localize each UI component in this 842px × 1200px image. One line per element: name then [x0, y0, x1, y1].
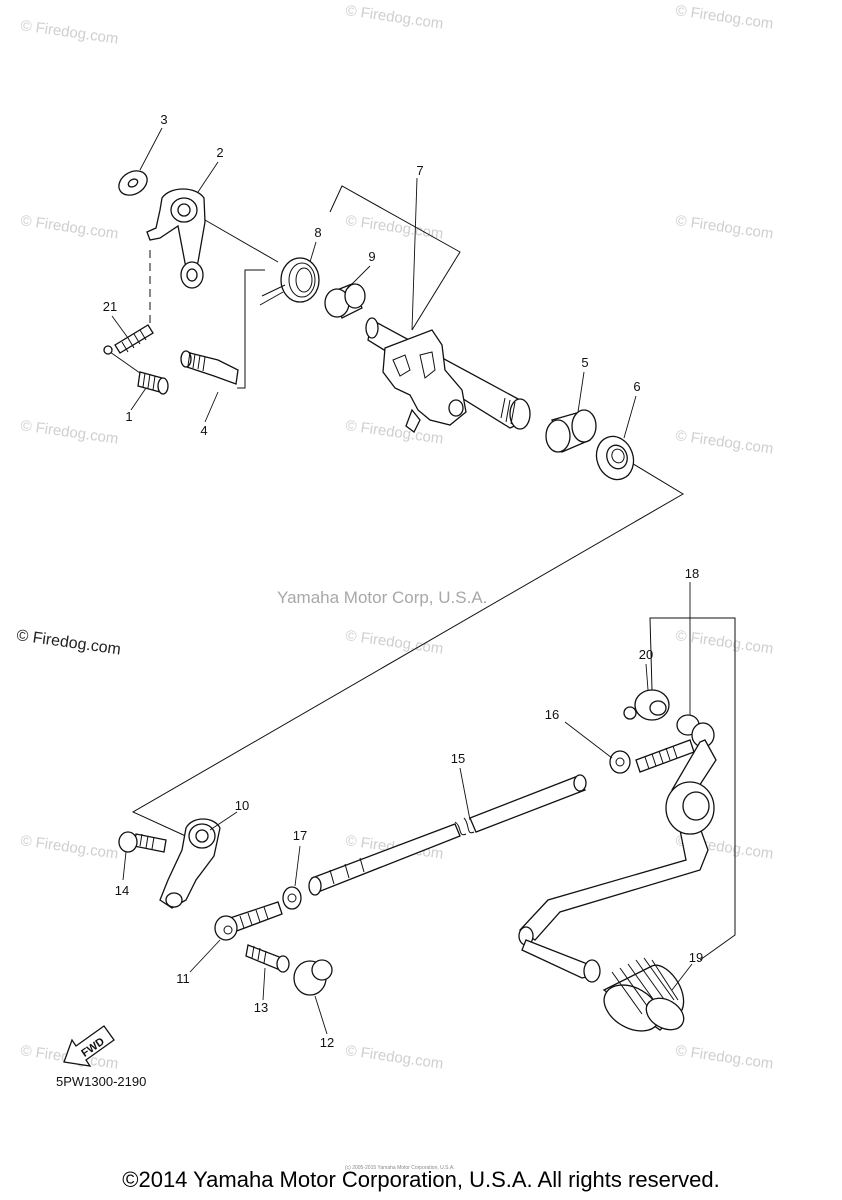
part-cover-20 — [623, 689, 670, 721]
callout-1: 1 — [125, 409, 132, 424]
watermark-grid: © Firedog.com © Firedog.com © Firedog.co… — [19, 2, 774, 1073]
callout-19: 19 — [689, 950, 703, 965]
watermark: © Firedog.com — [674, 427, 774, 458]
watermark: © Firedog.com — [674, 212, 774, 243]
part-stud-4 — [180, 350, 239, 385]
part-stopper-lever-2 — [146, 188, 206, 289]
diagram-code: 5PW1300-2190 — [56, 1074, 146, 1089]
part-torsion-spring-8 — [259, 257, 320, 306]
copyright-notice: ©2014 Yamaha Motor Corporation, U.S.A. A… — [122, 1167, 719, 1192]
part-rod-end-11 — [214, 901, 283, 941]
watermark: © Firedog.com — [344, 212, 444, 243]
callout-10: 10 — [235, 798, 249, 813]
callout-8: 8 — [314, 225, 321, 240]
watermark: © Firedog.com — [19, 212, 119, 243]
part-rod-end-18 — [635, 714, 715, 773]
callout-18: 18 — [685, 566, 699, 581]
callout-20: 20 — [639, 647, 653, 662]
part-bolt-13 — [245, 944, 290, 973]
part-bolt-14 — [118, 831, 167, 853]
part-nut-16 — [609, 750, 631, 774]
callout-6: 6 — [633, 379, 640, 394]
part-oil-seal-6 — [595, 435, 635, 481]
callout-4: 4 — [200, 423, 207, 438]
part-spring-21 — [103, 324, 154, 355]
watermark: © Firedog.com — [344, 627, 444, 658]
watermark: © Firedog.com — [19, 832, 119, 863]
callout-3: 3 — [160, 112, 167, 127]
callout-12: 12 — [320, 1035, 334, 1050]
part-pedal-rubber — [602, 957, 685, 1032]
callout-9: 9 — [368, 249, 375, 264]
watermark: © Firedog.com — [344, 2, 444, 33]
part-washer-3 — [118, 170, 148, 196]
part-collar-9 — [324, 283, 366, 319]
part-nut-17 — [282, 886, 302, 910]
lower-guide-lines — [649, 582, 736, 961]
callout-numbers: 3 2 7 8 9 21 1 4 5 6 18 20 16 15 10 17 1… — [103, 112, 703, 1050]
watermark: © Firedog.com — [19, 417, 119, 448]
center-watermark: Yamaha Motor Corp, U.S.A. — [277, 588, 487, 607]
watermark: © Firedog.com — [674, 1042, 774, 1073]
part-shift-pedal-19 — [518, 739, 717, 983]
callout-16: 16 — [545, 707, 559, 722]
left-watermark: © Firedog.com — [15, 627, 121, 658]
part-shift-arm-10 — [159, 818, 221, 909]
part-bolt-1 — [137, 371, 169, 395]
watermark: © Firedog.com — [674, 627, 774, 658]
part-shift-shaft-7 — [365, 317, 531, 433]
callout-7: 7 — [416, 163, 423, 178]
callout-2: 2 — [216, 145, 223, 160]
callout-5: 5 — [581, 355, 588, 370]
callout-14: 14 — [115, 883, 129, 898]
watermark: © Firedog.com — [344, 417, 444, 448]
part-bush-5 — [545, 409, 597, 453]
callout-leaders — [111, 127, 693, 1035]
callout-11: 11 — [176, 971, 190, 986]
watermark: © Firedog.com — [19, 17, 119, 48]
callout-17: 17 — [293, 828, 307, 843]
watermark: © Firedog.com — [344, 1042, 444, 1073]
callout-21: 21 — [103, 299, 117, 314]
tiny-copyright: (c) 2005-2015 Yamaha Motor Corporation, … — [345, 1165, 455, 1171]
watermark: © Firedog.com — [674, 2, 774, 33]
callout-13: 13 — [254, 1000, 268, 1015]
callout-15: 15 — [451, 751, 465, 766]
part-cover-12 — [293, 959, 333, 996]
part-shift-rod-15 — [308, 774, 587, 896]
